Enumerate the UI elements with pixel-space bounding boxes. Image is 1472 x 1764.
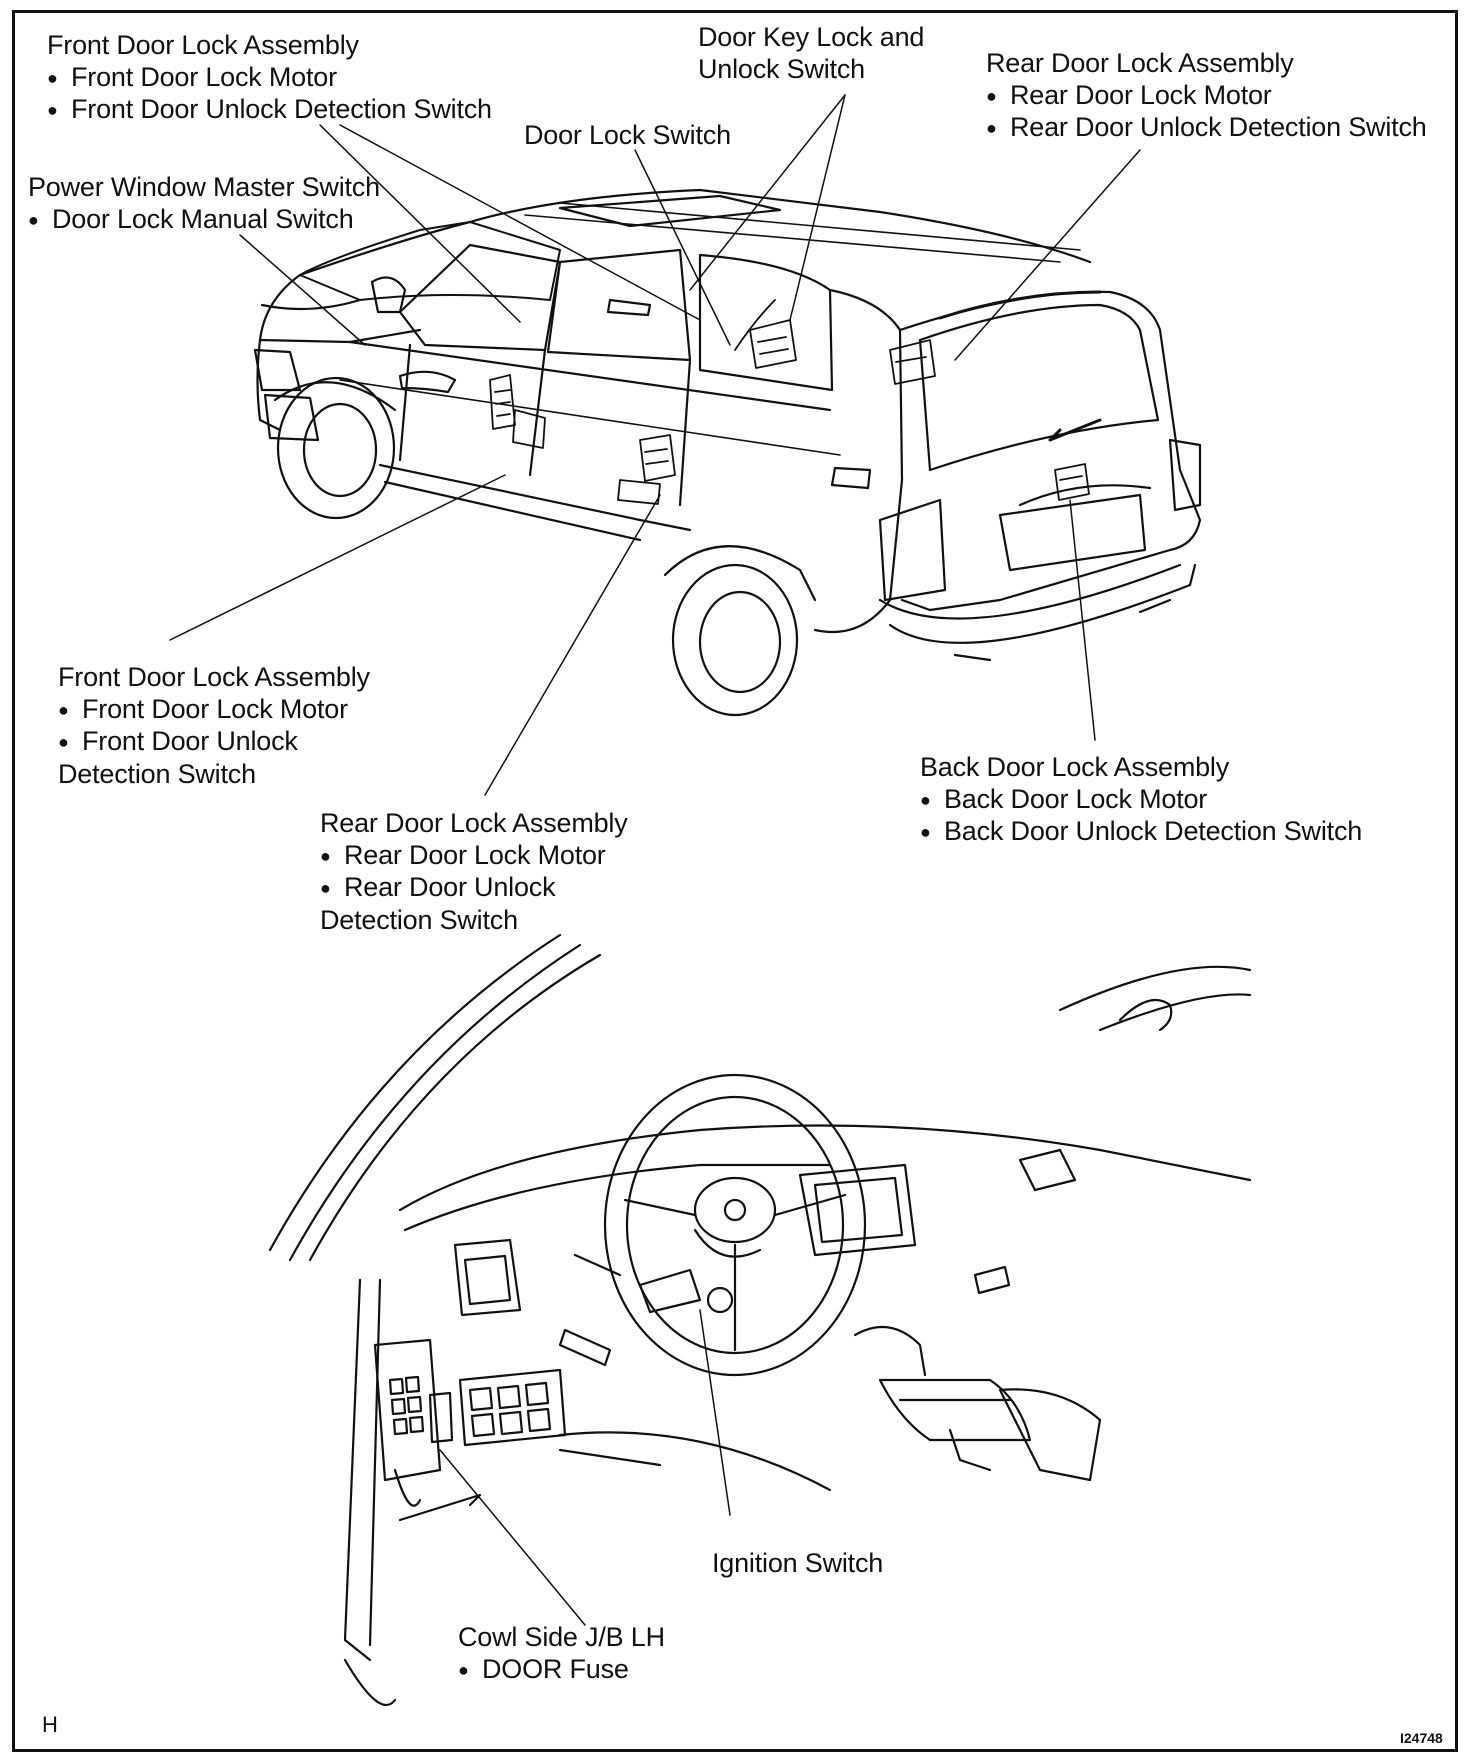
corner-mark: H xyxy=(42,1712,58,1737)
label-item: DOOR Fuse xyxy=(458,1654,665,1687)
label-item: Rear Door Lock Motor xyxy=(986,80,1427,113)
back-door-lock-assembly-label: Back Door Lock Assembly Back Door Lock M… xyxy=(920,752,1362,849)
label-line: Unlock Switch xyxy=(698,53,865,84)
label-title: Front Door Lock Assembly xyxy=(58,662,370,692)
door-lock-switch-label: Door Lock Switch xyxy=(524,120,731,152)
label-title: Cowl Side J/B LH xyxy=(458,1622,665,1652)
label-title: Ignition Switch xyxy=(712,1548,884,1578)
leader-lines-bottom xyxy=(439,1309,731,1626)
power-window-master-switch-label: Power Window Master Switch Door Lock Man… xyxy=(28,172,380,236)
label-item: Door Lock Manual Switch xyxy=(28,204,380,237)
interior-drawing xyxy=(268,933,1252,1706)
cowl-side-jb-label: Cowl Side J/B LH DOOR Fuse xyxy=(458,1622,665,1686)
label-item: Back Door Lock Motor xyxy=(920,784,1362,817)
label-item: Front Door Lock Motor xyxy=(47,62,492,95)
ignition-switch-label: Ignition Switch xyxy=(712,1548,883,1580)
leader-lines-top xyxy=(169,94,1141,796)
vehicle-body-drawing xyxy=(253,188,1202,717)
rear-door-lock-assembly-top-label: Rear Door Lock Assembly Rear Door Lock M… xyxy=(986,48,1427,145)
label-item-continued: Detection Switch xyxy=(320,904,518,935)
figure-frame xyxy=(12,10,1458,1752)
label-title: Front Door Lock Assembly xyxy=(47,30,359,60)
label-item: Front Door Unlock xyxy=(58,726,370,759)
figure-id: I24748 xyxy=(1400,1730,1443,1746)
rear-door-lock-assembly-bottom-label: Rear Door Lock Assembly Rear Door Lock M… xyxy=(320,808,628,936)
label-title: Rear Door Lock Assembly xyxy=(986,48,1294,78)
label-item-continued: Detection Switch xyxy=(58,758,256,789)
label-item: Front Door Lock Motor xyxy=(58,694,370,727)
label-item: Front Door Unlock Detection Switch xyxy=(47,94,492,127)
label-title: Power Window Master Switch xyxy=(28,172,380,202)
label-title: Back Door Lock Assembly xyxy=(920,752,1230,782)
label-item: Rear Door Unlock xyxy=(320,872,628,905)
front-door-lock-assembly-top-label: Front Door Lock Assembly Front Door Lock… xyxy=(47,30,492,127)
label-item: Back Door Unlock Detection Switch xyxy=(920,816,1362,849)
label-line: Door Key Lock and xyxy=(698,22,925,52)
label-title: Rear Door Lock Assembly xyxy=(320,808,628,838)
label-title: Door Lock Switch xyxy=(524,120,731,150)
door-key-lock-label: Door Key Lock and Unlock Switch xyxy=(698,22,924,85)
front-door-lock-assembly-bottom-label: Front Door Lock Assembly Front Door Lock… xyxy=(58,662,370,790)
label-item: Rear Door Unlock Detection Switch xyxy=(986,112,1427,145)
label-item: Rear Door Lock Motor xyxy=(320,840,628,873)
